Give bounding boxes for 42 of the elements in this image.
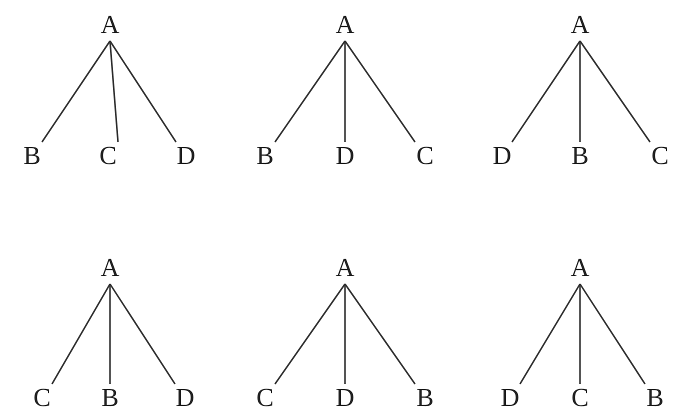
tree-node-letter: C: [250, 384, 280, 412]
tree-branch-line: [109, 40, 119, 142]
tree-branch-line: [109, 284, 176, 384]
tree-node-letter: D: [495, 384, 525, 412]
tree-node-letter: D: [170, 384, 200, 412]
tree-branch-line: [519, 284, 581, 384]
tree-node-letter: A: [565, 11, 595, 39]
tree-branch-line: [344, 284, 416, 384]
tree-node-letter: C: [93, 142, 123, 170]
tree-node-letter: B: [565, 142, 595, 170]
tree-node-letter: A: [95, 254, 125, 282]
tree-branch-line: [344, 284, 346, 384]
tree-branch-line: [344, 41, 346, 142]
tree-branch-line: [109, 40, 177, 142]
tree-branch-line: [579, 40, 651, 142]
tree-node-letter: B: [640, 384, 670, 412]
tree-node-letter: D: [330, 384, 360, 412]
tree-branch-line: [579, 284, 646, 384]
tree-node-letter: A: [330, 11, 360, 39]
tree-node-letter: C: [645, 142, 675, 170]
tree-node-letter: C: [410, 142, 440, 170]
tree-node-letter: D: [330, 142, 360, 170]
tree-node-letter: C: [27, 384, 57, 412]
tree-node-letter: B: [250, 142, 280, 170]
tree-node-letter: D: [171, 142, 201, 170]
tree-branch-line: [579, 284, 581, 384]
tree-branch-line: [274, 40, 346, 142]
tree-node-letter: C: [565, 384, 595, 412]
tree-node-letter: B: [410, 384, 440, 412]
tree-branch-line: [41, 40, 111, 142]
tree-node-letter: A: [565, 254, 595, 282]
tree-branch-line: [344, 40, 416, 142]
tree-branch-line: [109, 284, 111, 384]
tree-branch-line: [511, 40, 581, 142]
tree-branch-line: [51, 284, 111, 384]
tree-branch-line: [274, 284, 346, 384]
tree-node-letter: A: [330, 254, 360, 282]
tree-node-letter: B: [17, 142, 47, 170]
tree-node-letter: A: [95, 11, 125, 39]
tree-node-letter: D: [487, 142, 517, 170]
tree-node-letter: B: [95, 384, 125, 412]
tree-branch-line: [579, 41, 581, 142]
